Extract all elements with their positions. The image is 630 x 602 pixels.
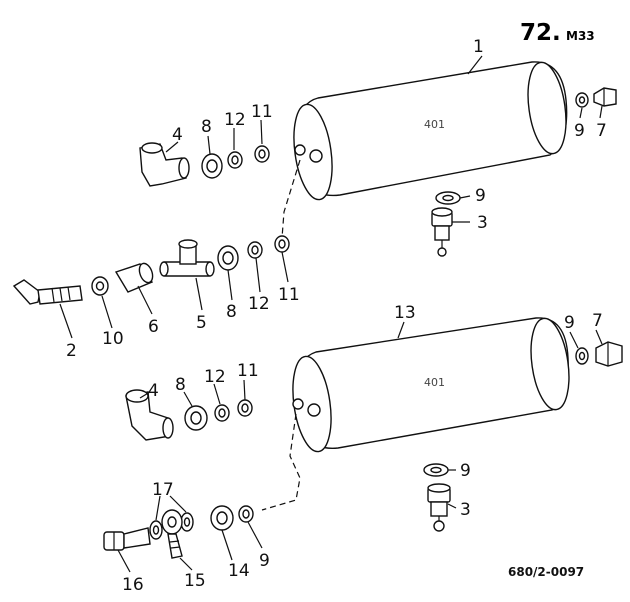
callout-13: 13 (394, 303, 416, 323)
callout-11-middle: 11 (278, 285, 300, 305)
banjo-fitting-15 (161, 509, 183, 559)
callout-12-upper: 12 (224, 110, 246, 130)
upper-bottom-washer-9 (435, 191, 461, 205)
callout-3-upper: 3 (477, 213, 488, 233)
upper-connection-line (281, 159, 301, 239)
upper-ring-12 (227, 151, 243, 169)
callout-6: 6 (148, 317, 159, 337)
sleeve-6 (114, 262, 154, 293)
callout-7-lower: 7 (592, 311, 603, 331)
lower-side-plug-7 (595, 341, 623, 367)
callout-4-lower: 4 (148, 381, 159, 401)
lower-ring-12 (214, 404, 230, 422)
lower-side-washer-9 (575, 347, 589, 365)
page-suffix: M33 (566, 29, 595, 43)
lower-drain-valve-3 (427, 483, 451, 532)
upper-drain-valve-3 (431, 207, 453, 257)
callout-9-upper-bottom: 9 (475, 186, 486, 206)
callout-12-lower: 12 (204, 367, 226, 387)
upper-air-tank: 401 (293, 61, 568, 201)
lower-air-tank: 401 (292, 317, 570, 453)
lower-bottom-washer-9 (423, 463, 449, 477)
callout-4-upper: 4 (172, 125, 183, 145)
middle-ring-12 (247, 241, 263, 259)
lower-nut-8 (184, 405, 208, 431)
callout-16: 16 (122, 575, 144, 595)
callout-10: 10 (102, 329, 124, 349)
upper-angle-fitting-4 (139, 142, 190, 187)
callout-1: 1 (473, 37, 484, 57)
callout-8-upper: 8 (201, 117, 212, 137)
drawing-number: 680/2-0097 (508, 565, 584, 579)
middle-ring-11 (274, 235, 290, 253)
callout-9-upper-side: 9 (574, 121, 585, 141)
callout-15: 15 (184, 571, 206, 591)
callout-5: 5 (196, 313, 207, 333)
callout-3-lower: 3 (460, 500, 471, 520)
upper-ring-11 (254, 145, 270, 163)
ring-10 (91, 276, 109, 296)
callout-12-middle: 12 (248, 294, 270, 314)
tee-fitting-5 (159, 239, 215, 277)
callout-11-upper: 11 (251, 102, 273, 122)
page-reference: 72. M33 (520, 20, 595, 46)
callout-8-lower: 8 (175, 375, 186, 395)
banjo-bolt-16 (103, 527, 151, 551)
bottom-ring-9 (238, 505, 254, 523)
ring-17a (149, 520, 163, 540)
leader-lines (59, 55, 603, 573)
upper-side-washer-9 (575, 92, 589, 108)
callout-17: 17 (152, 480, 174, 500)
callout-7-upper: 7 (596, 121, 607, 141)
page-number: 72. (520, 20, 561, 46)
upper-nut-8 (201, 153, 223, 179)
lower-ring-11 (237, 399, 253, 417)
upper-side-plug-7 (593, 87, 617, 107)
upper-tank-label: 401 (424, 118, 445, 131)
callout-9-bottom: 9 (259, 551, 270, 571)
callout-11-lower: 11 (237, 361, 259, 381)
ring-17b (180, 512, 194, 532)
callouts: 1 4 8 12 11 9 7 9 3 2 10 6 5 8 12 11 13 … (66, 37, 607, 595)
lower-angle-fitting-4 (125, 389, 174, 441)
callout-9-lower-bottom: 9 (460, 461, 471, 481)
callout-8-middle: 8 (226, 302, 237, 322)
middle-nut-8 (217, 245, 239, 271)
callout-14: 14 (228, 561, 250, 581)
callout-9-lower-side: 9 (564, 313, 575, 333)
lower-connection-line (261, 413, 301, 511)
lower-tank-label: 401 (424, 376, 445, 389)
nut-14 (210, 505, 234, 531)
drain-cock-2 (12, 279, 83, 305)
callout-2: 2 (66, 341, 77, 361)
